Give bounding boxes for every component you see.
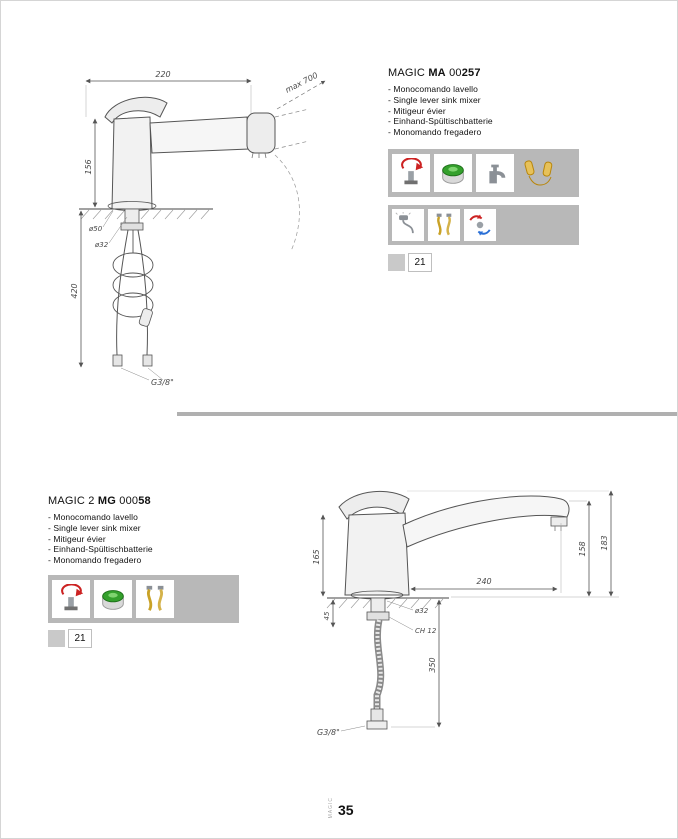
dim-spout-projection: 220 (155, 70, 170, 79)
flexible-hoses-icon (428, 209, 460, 241)
product-title-top: MAGIC MA 00257 (388, 67, 588, 79)
dim-hole-diameter: ø32 (94, 241, 109, 249)
description-line: - Monocomando lavello (48, 512, 138, 522)
page-number: 35 (338, 802, 354, 818)
description-line: - Single lever sink mixer (388, 94, 481, 105)
dim-hose-extraction: max 700 (284, 71, 319, 95)
technical-drawing-pullout-mixer: 220 max 700 156 420 (51, 59, 351, 409)
section-divider (177, 412, 677, 416)
description-line: - Monomando fregadero (388, 127, 482, 138)
shower-hose-icon (392, 209, 424, 241)
footer-series-label: MAGIC (328, 797, 334, 819)
product-title-part: MG (97, 495, 117, 507)
swivel-spout-icon (52, 580, 90, 618)
dim-shank: 45 (323, 611, 331, 620)
product-title-part: 58 (138, 495, 151, 507)
page-ref-number: 21 (68, 629, 92, 648)
description-line: - Single lever sink mixer (48, 522, 141, 533)
description-line: - Einhand-Spültischbatterie (48, 544, 153, 555)
ceramic-cartridge-icon (94, 580, 132, 618)
sink-mixer-sketch: 165 45 240 158 183 ø32 CH 12 (312, 490, 619, 737)
dim-body-height: 156 (84, 159, 93, 174)
dim-thread: G3/8" (317, 728, 340, 737)
product-title-part: MA (428, 67, 446, 79)
product-info-top: MAGIC MA 00257 - Monocomando lavello - S… (388, 67, 588, 138)
product-title-part: MAGIC (388, 67, 429, 79)
description-line: - Einhand-Spültischbatterie (388, 116, 493, 127)
product-title-part: 000 (116, 495, 139, 507)
pullout-spray-icon (518, 154, 562, 192)
sink-mixer-icon (476, 154, 514, 192)
hot-cold-mixing-icon (464, 209, 496, 241)
dim-escutcheon-diameter: ø50 (88, 225, 103, 233)
dim-total-height: 183 (600, 535, 609, 550)
description-line: - Mitigeur évier (388, 105, 446, 116)
dim-body-height: 165 (312, 549, 321, 564)
flexible-hoses-icon (136, 580, 174, 618)
feature-icon-strip-top-2 (388, 205, 579, 245)
dim-hole-diameter: ø32 (414, 607, 429, 615)
page-reference-bottom: 21 (48, 629, 92, 648)
dim-thread: G3/8" (151, 378, 174, 387)
page-ref-number: 21 (408, 253, 432, 272)
description-line: - Monocomando lavello (388, 84, 478, 94)
product-info-bottom: MAGIC 2 MG 00058 - Monocomando lavello -… (48, 495, 253, 566)
dim-below-deck-length: 420 (70, 283, 79, 298)
product-title-part: 00 (445, 67, 462, 79)
feature-icon-strip-bottom (48, 575, 239, 623)
technical-drawing-sink-mixer: 165 45 240 158 183 ø32 CH 12 (289, 443, 649, 753)
dim-spout-reach: 240 (476, 577, 491, 586)
description-line: - Monomando fregadero (48, 555, 142, 566)
product-title-part: MAGIC 2 (48, 495, 98, 507)
dim-hose-length: 350 (428, 657, 437, 672)
swivel-spout-icon (392, 154, 430, 192)
feature-icon-strip-top-1 (388, 149, 579, 197)
badge-color-swatch (388, 254, 405, 271)
pullout-mixer-sketch: 220 max 700 156 420 (70, 70, 326, 387)
dim-wrench-size: CH 12 (415, 627, 437, 635)
ceramic-cartridge-icon (434, 154, 472, 192)
product-title-bottom: MAGIC 2 MG 00058 (48, 495, 253, 507)
badge-color-swatch (48, 630, 65, 647)
description-line: - Mitigeur évier (48, 533, 106, 544)
page-reference-top: 21 (388, 253, 432, 272)
dim-spout-height: 158 (578, 541, 587, 556)
product-title-part: 257 (461, 67, 481, 79)
